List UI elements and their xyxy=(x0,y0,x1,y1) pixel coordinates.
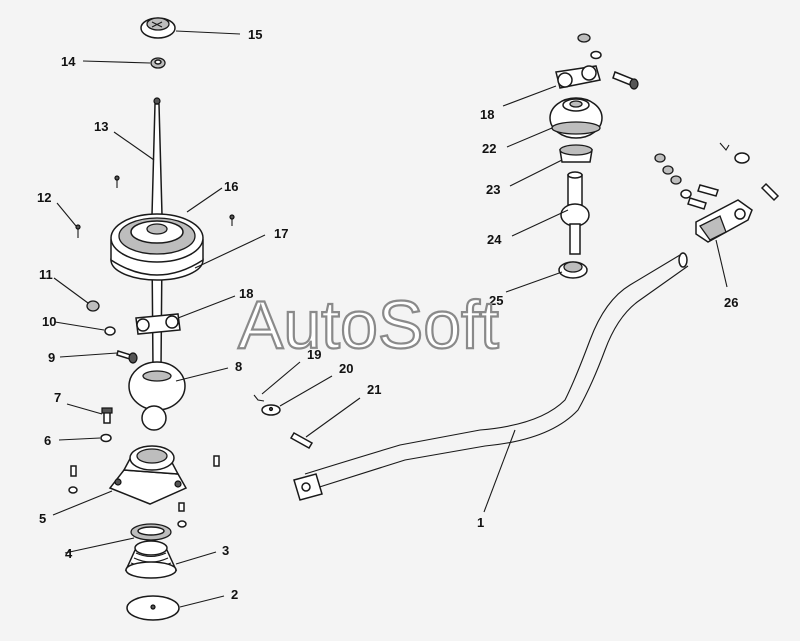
callout-8: 8 xyxy=(235,359,242,374)
part-7-bolt xyxy=(101,407,113,424)
part-21-pin xyxy=(289,431,314,450)
callout-3: 3 xyxy=(222,543,229,558)
callout-6: 6 xyxy=(44,433,51,448)
part-22-ball xyxy=(549,97,603,139)
callout-17: 17 xyxy=(274,226,288,241)
callout-19: 19 xyxy=(307,347,321,362)
part-23-bushing xyxy=(559,144,593,163)
watermark: AutoSoft xyxy=(238,287,499,363)
callout-7: 7 xyxy=(54,390,61,405)
callout-9: 9 xyxy=(48,350,55,365)
callout-23: 23 xyxy=(486,182,500,197)
part-16-boot xyxy=(110,213,204,281)
part-18-clamp-right xyxy=(555,65,639,90)
small-screws xyxy=(75,175,235,238)
part-4-ring xyxy=(130,523,172,541)
part-14-nut xyxy=(150,57,166,69)
callout-16: 16 xyxy=(224,179,238,194)
callout-26: 26 xyxy=(724,295,738,310)
callout-21: 21 xyxy=(367,382,381,397)
callout-18a: 18 xyxy=(239,286,253,301)
part-24-shaft xyxy=(560,171,590,255)
part-26-coupling xyxy=(654,142,780,243)
part-6-washer xyxy=(100,433,112,443)
callout-20: 20 xyxy=(339,361,353,376)
leader-lines xyxy=(52,30,728,608)
callout-15: 15 xyxy=(248,27,262,42)
callout-24: 24 xyxy=(487,232,502,247)
callout-18b: 18 xyxy=(480,107,494,122)
part-15-cap xyxy=(140,17,176,39)
part-5-housing xyxy=(108,445,188,505)
part-right-nuts xyxy=(577,33,602,60)
callout-10: 10 xyxy=(42,314,56,329)
callout-25: 25 xyxy=(489,293,503,308)
callout-14: 14 xyxy=(61,54,76,69)
callout-22: 22 xyxy=(482,141,496,156)
part-9-bolt xyxy=(116,350,138,364)
callout-11: 11 xyxy=(39,267,53,282)
part-2-disk xyxy=(126,595,180,621)
callout-13: 13 xyxy=(94,119,108,134)
callout-2: 2 xyxy=(231,587,238,602)
callout-labels: 15 14 13 16 12 17 11 18 10 9 8 7 6 5 4 3… xyxy=(37,27,738,602)
part-8-ball xyxy=(128,361,186,431)
part-11-nut xyxy=(86,300,100,312)
part-19-pin xyxy=(253,394,265,402)
part-10-washer xyxy=(104,326,116,336)
part-18-clamp-left xyxy=(135,313,181,335)
part-25-ring xyxy=(558,261,588,279)
part-20-washer xyxy=(261,404,281,416)
callout-12: 12 xyxy=(37,190,51,205)
callout-4: 4 xyxy=(65,546,73,561)
part-1-shift-rod xyxy=(293,252,689,501)
housing-screws xyxy=(68,455,220,528)
callout-1: 1 xyxy=(477,515,484,530)
callout-5: 5 xyxy=(39,511,46,526)
part-3-spring xyxy=(124,540,178,579)
